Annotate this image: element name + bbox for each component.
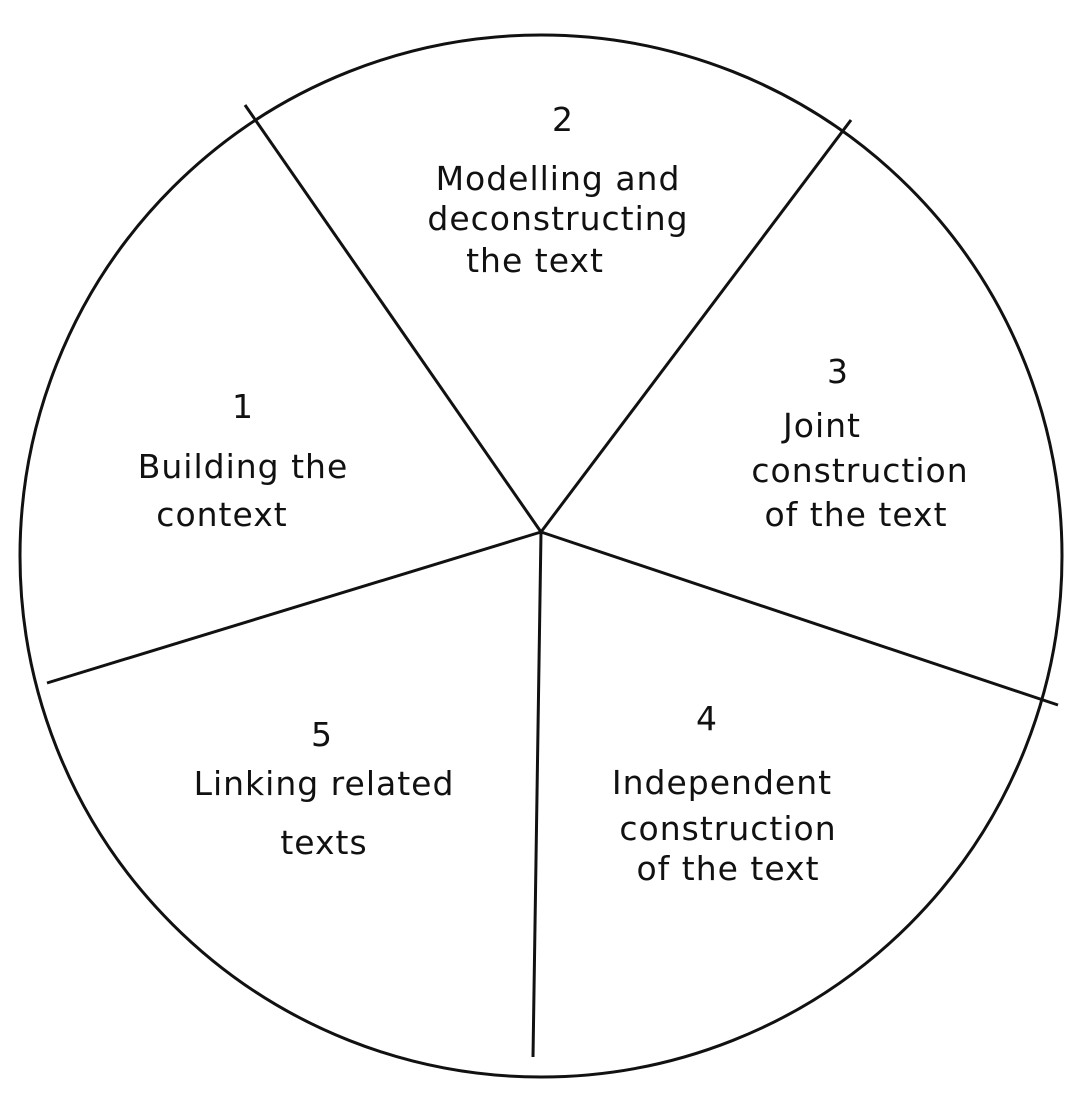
- segment-3-label-line: construction: [751, 451, 968, 490]
- segment-2-label-line: Modelling and: [436, 159, 681, 198]
- segment-1: 1 Building the context: [138, 387, 349, 534]
- segment-2-number: 2: [552, 100, 574, 139]
- segment-4: 4 Independent construction of the text: [612, 699, 836, 888]
- segment-2: 2 Modelling and deconstructing the text: [427, 100, 688, 280]
- segment-1-number: 1: [232, 387, 254, 426]
- divider-5-1: [46, 530, 542, 685]
- divider-2-3: [539, 119, 853, 533]
- wheel-outline: [18, 33, 1064, 1079]
- segment-2-label-line: deconstructing: [427, 199, 688, 238]
- segment-3-label-line: Joint: [781, 406, 861, 445]
- divider-1-2: [243, 104, 543, 533]
- segment-4-label-line: Independent: [612, 763, 832, 802]
- segment-4-number: 4: [696, 699, 718, 738]
- divider-4-5: [531, 531, 543, 1058]
- segment-1-label-line: context: [156, 495, 287, 534]
- segment-4-label-line: of the text: [636, 849, 819, 888]
- segment-1-label-line: Building the: [138, 447, 349, 486]
- segment-5-number: 5: [311, 715, 333, 754]
- segment-3: 3 Joint construction of the text: [751, 352, 968, 534]
- divider-3-4: [540, 530, 1059, 707]
- segment-2-label-line: the text: [466, 241, 604, 280]
- segment-3-label-line: of the text: [764, 495, 947, 534]
- segment-4-label-line: construction: [619, 809, 836, 848]
- segment-5-label-line: Linking related: [194, 764, 455, 803]
- segment-5: 5 Linking related texts: [194, 715, 455, 862]
- segment-3-number: 3: [827, 352, 849, 391]
- segment-5-label-line: texts: [280, 823, 367, 862]
